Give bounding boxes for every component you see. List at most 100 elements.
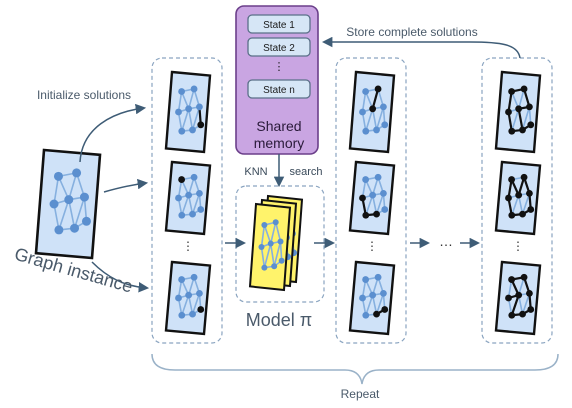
graph-node <box>261 264 268 271</box>
graph-edge <box>181 194 190 216</box>
graph-node <box>519 310 526 318</box>
graph-node <box>362 211 370 219</box>
shared-memory-label-line1: Shared <box>256 118 301 134</box>
graph-node <box>261 221 268 228</box>
graph-node <box>373 310 380 318</box>
graph-node <box>185 105 193 113</box>
graph-node <box>505 294 512 302</box>
repeat-brace <box>151 353 559 385</box>
graph-node <box>381 121 389 129</box>
initial-solutions-column <box>151 57 223 344</box>
graph-node <box>380 289 387 297</box>
graph-node <box>527 206 535 213</box>
graph-edge <box>187 88 195 110</box>
initialize-label: Initialize solutions <box>37 88 131 102</box>
init-arrow-mid <box>103 178 149 193</box>
model-stack <box>248 194 304 292</box>
graph-node <box>189 126 196 134</box>
graph-node <box>380 103 387 111</box>
graph-tile <box>494 70 542 154</box>
graph-edge <box>263 243 272 268</box>
graph-node <box>190 273 198 281</box>
graph-node <box>369 191 377 199</box>
graph-node <box>196 289 203 297</box>
graph-node <box>381 306 389 313</box>
graph-node <box>197 206 205 213</box>
graph-node <box>515 291 523 299</box>
graph-instance-tile <box>34 148 102 260</box>
graph-edge <box>68 172 78 200</box>
graph-node <box>508 127 516 135</box>
graph-node <box>189 210 196 218</box>
graph-edge <box>73 196 86 229</box>
column-ellipsis: ⋮ <box>366 239 378 253</box>
graph-node <box>278 257 285 264</box>
graph-node <box>190 173 198 181</box>
graph-node <box>505 194 512 202</box>
graph-node <box>53 171 63 181</box>
graph-edge <box>511 194 520 216</box>
graph-edge <box>365 108 374 132</box>
horizontal-ellipsis: … <box>439 233 453 249</box>
graph-node <box>520 85 528 93</box>
repeat-label: Repeat <box>341 387 380 401</box>
complete-solutions-column <box>481 57 553 344</box>
graph-node <box>508 176 516 183</box>
memory-state-1: State 1 <box>247 14 311 34</box>
graph-node <box>178 311 186 319</box>
graph-node <box>175 294 182 302</box>
graph-node <box>381 206 389 213</box>
graph-node <box>526 289 533 297</box>
graph-node <box>380 189 387 197</box>
memory-ellipsis: ⋮ <box>274 61 285 73</box>
graph-edge <box>365 194 374 216</box>
graph-node <box>362 176 370 183</box>
graph-tile <box>164 160 212 236</box>
graph-edge <box>510 294 520 316</box>
graph-node <box>72 168 82 178</box>
graph-edge <box>371 108 378 131</box>
graph-edge <box>191 293 201 315</box>
graph-node <box>362 127 370 135</box>
graph-edge <box>361 91 367 113</box>
graph-node <box>185 191 193 199</box>
graph-edge <box>375 193 385 215</box>
graph-tile <box>494 160 542 236</box>
graph-node <box>374 85 382 93</box>
init-arrow-top <box>79 103 147 163</box>
graph-node <box>196 189 203 197</box>
memory-state-n: State n <box>247 79 311 99</box>
graph-edge <box>375 106 385 131</box>
graph-edge <box>521 106 531 131</box>
graph-edge <box>517 88 525 110</box>
graph-edge <box>53 176 60 205</box>
graph-node <box>508 211 516 219</box>
graph-node <box>520 173 528 181</box>
graph-node <box>175 108 182 116</box>
graph-node <box>178 127 186 135</box>
graph-node <box>527 306 535 313</box>
graph-tile <box>348 160 396 236</box>
graph-edge <box>187 108 194 131</box>
graph-node <box>267 240 274 247</box>
graph-node <box>178 276 186 283</box>
graph-node <box>70 223 80 233</box>
graph-edge <box>58 199 70 231</box>
graph-edge <box>375 293 385 315</box>
graph-node <box>515 105 523 113</box>
graph-edge <box>273 241 282 267</box>
graph-node <box>508 276 516 283</box>
graph-node <box>508 311 516 319</box>
model-label: Model π <box>246 310 312 330</box>
graph-edge <box>68 199 76 229</box>
graph-node <box>359 194 366 202</box>
graph-tile <box>164 70 212 154</box>
graph-edge <box>260 224 266 248</box>
init-arrow-bottom <box>91 261 150 293</box>
model-card <box>248 202 292 292</box>
graph-edge <box>181 108 190 132</box>
graph-node <box>373 210 380 218</box>
graph-edge <box>521 193 531 215</box>
column-ellipsis: ⋮ <box>512 239 524 253</box>
